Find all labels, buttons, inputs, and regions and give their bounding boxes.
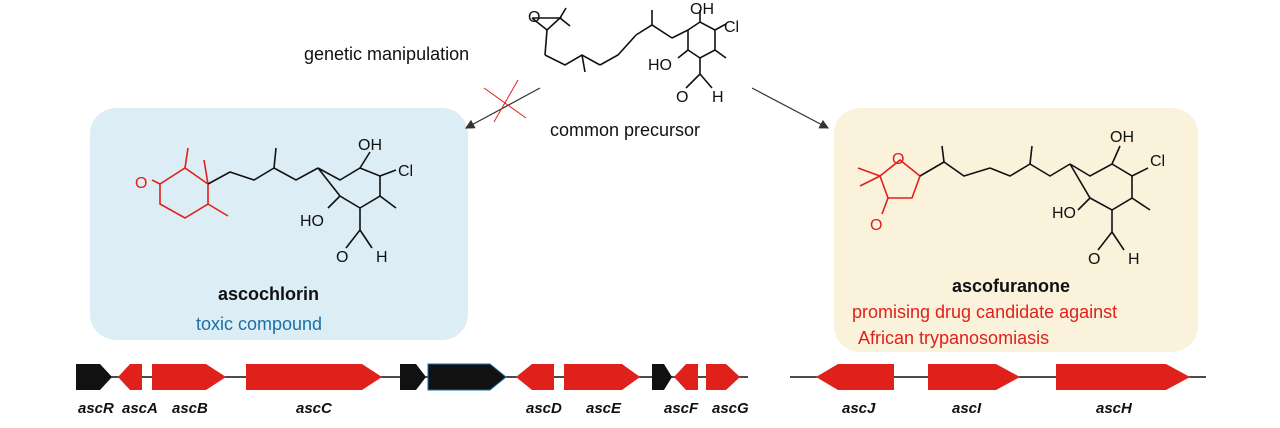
gene-label-ascF: ascF [664,400,699,417]
svg-text:OH: OH [358,137,382,154]
gene-arrow-black2 [400,364,426,390]
genetic-manipulation-label: genetic manipulation [304,44,470,64]
svg-text:Cl: Cl [724,19,739,36]
gene-arrow-ascR [76,364,112,390]
ascochlorin-structure [151,147,397,249]
ascofuranone-title: ascofuranone [952,276,1071,296]
gene-label-ascA: ascA [122,400,158,417]
gene-cluster-2 [790,364,1206,390]
gene-arrow-ascA [118,364,142,390]
gene-label-ascG: ascG [712,400,749,417]
gene-label-ascC: ascC [296,400,332,417]
gene-arrow-ascF [674,364,698,390]
gene-arrow-ascC [246,364,382,390]
gene-label-ascD: ascD [526,400,562,417]
gene-arrow-ascG [706,364,740,390]
gene-label-ascB: ascB [172,400,208,417]
svg-text:O: O [135,175,147,192]
gene-arrow-ascD [516,364,554,390]
precursor-structure [531,7,727,89]
ascofuranone-panel [834,108,1198,352]
gene-arrow-ascJ [816,364,894,390]
gene-arrow-ascB [152,364,226,390]
svg-text:OH: OH [1110,129,1134,146]
svg-text:HO: HO [648,57,672,74]
gene-arrow-ascH [1056,364,1190,390]
svg-text:O: O [676,89,688,106]
svg-text:O: O [1088,251,1100,268]
gene-arrow-ascF-black [652,364,672,390]
svg-text:O: O [528,9,540,26]
ascochlorin-title: ascochlorin [218,284,320,304]
gene-label-ascI: ascI [952,400,982,417]
gene-arrow-ascI [928,364,1020,390]
ascofuranone-structure [857,145,1151,251]
svg-text:HO: HO [1052,205,1076,222]
svg-text:Cl: Cl [398,163,413,180]
toxic-compound-label: toxic compound [196,314,323,334]
svg-text:H: H [1128,251,1140,268]
gene-label-ascJ: ascJ [842,400,876,417]
svg-text:H: H [712,89,724,106]
gene-cluster-1 [76,363,748,391]
drug-candidate-line2: African trypanosomiasis [858,328,1050,348]
gene-label-ascH: ascH [1096,400,1132,417]
ascochlorin-panel [90,108,468,340]
svg-text:O: O [336,249,348,266]
gene-arrow-black3 [427,363,507,391]
svg-text:H: H [376,249,388,266]
drug-candidate-line1: promising drug candidate against [852,302,1118,322]
gene-label-ascR: ascR [78,400,114,417]
gene-label-ascE: ascE [586,400,622,417]
svg-text:Cl: Cl [1150,153,1165,170]
svg-text:O: O [892,151,904,168]
svg-text:O: O [870,217,882,234]
gene-arrow-ascE [564,364,640,390]
svg-text:HO: HO [300,213,324,230]
svg-text:OH: OH [690,1,714,18]
common-precursor-label: common precursor [550,120,701,140]
